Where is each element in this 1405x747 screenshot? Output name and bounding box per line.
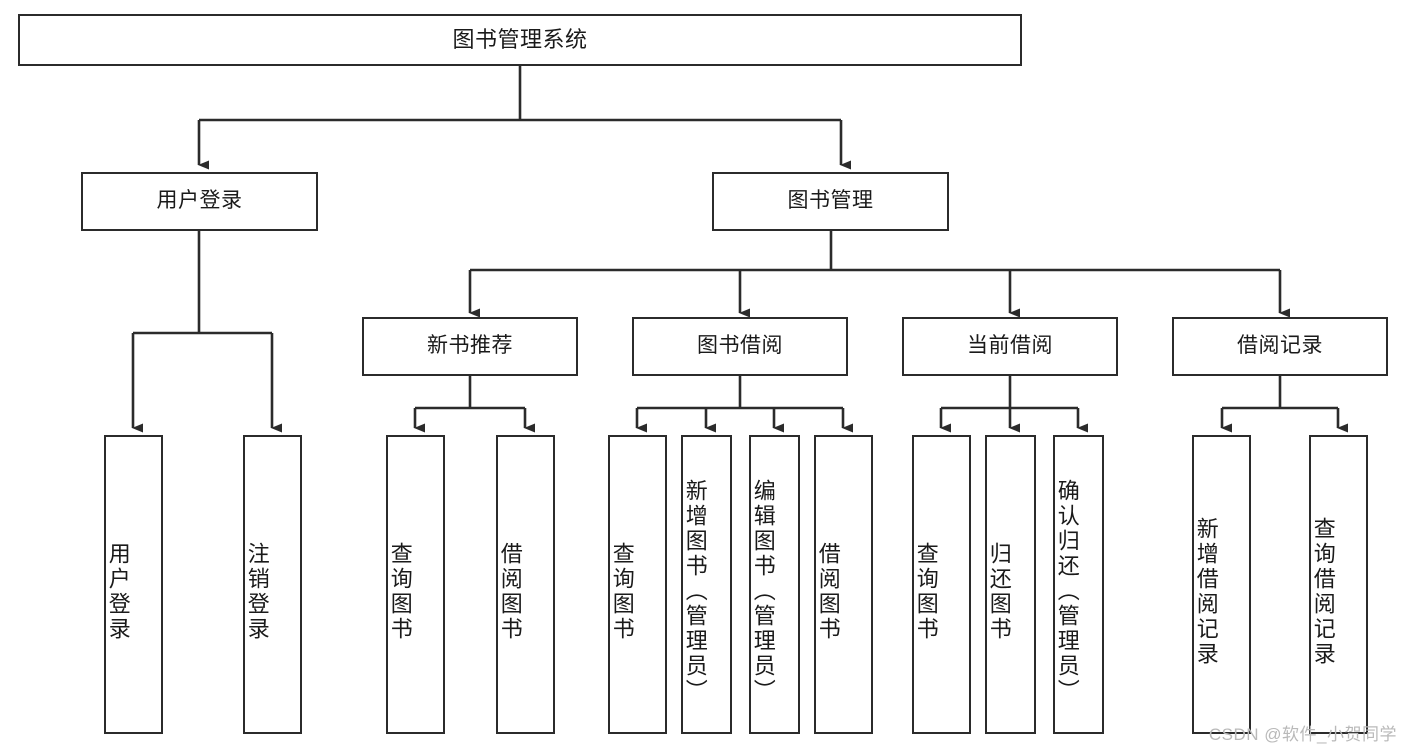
node-root[interactable]: 图书管理系统 [18,14,1022,66]
node-new-book-recommend-label: 新书推荐 [427,334,513,358]
node-leaf-query-book-1[interactable]: 查询图书 [386,435,445,734]
node-leaf-return-book[interactable]: 归还图书 [985,435,1036,734]
node-leaf-add-borrow-record[interactable]: 新增借阅记录 [1192,435,1251,734]
node-current-borrow[interactable]: 当前借阅 [902,317,1118,376]
node-book-borrow-label: 图书借阅 [697,334,783,358]
node-leaf-query-borrow-record[interactable]: 查询借阅记录 [1309,435,1368,734]
node-leaf-confirm-return-admin[interactable]: 确认归还（管理员） [1053,435,1104,734]
node-leaf-user-login[interactable]: 用户登录 [104,435,163,734]
node-root-label: 图书管理系统 [452,27,588,53]
watermark-text: CSDN @软件_小贺同学 [1208,725,1397,744]
node-leaf-borrow-book-1[interactable]: 借阅图书 [496,435,555,734]
node-book-management[interactable]: 图书管理 [712,172,949,231]
node-leaf-borrow-book-2[interactable]: 借阅图书 [814,435,873,734]
node-leaf-borrow-book-1-label: 借阅图书 [497,541,523,642]
node-leaf-edit-book-admin-label: 编辑图书（管理员） [750,479,776,704]
node-new-book-recommend[interactable]: 新书推荐 [362,317,578,376]
node-book-borrow[interactable]: 图书借阅 [632,317,848,376]
node-leaf-confirm-return-admin-label: 确认归还（管理员） [1054,479,1080,704]
node-current-borrow-label: 当前借阅 [967,334,1053,358]
node-book-management-label: 图书管理 [787,189,874,213]
node-leaf-logout-login-label: 注销登录 [244,541,270,642]
node-leaf-query-book-3[interactable]: 查询图书 [912,435,971,734]
node-borrow-record-label: 借阅记录 [1237,334,1323,358]
node-leaf-edit-book-admin[interactable]: 编辑图书（管理员） [749,435,800,734]
node-leaf-user-login-label: 用户登录 [105,541,131,642]
node-user-login-label: 用户登录 [156,189,243,213]
node-leaf-query-book-2[interactable]: 查询图书 [608,435,667,734]
node-borrow-record[interactable]: 借阅记录 [1172,317,1388,376]
node-leaf-add-borrow-record-label: 新增借阅记录 [1193,516,1219,667]
node-user-login[interactable]: 用户登录 [81,172,318,231]
node-leaf-query-book-1-label: 查询图书 [387,541,413,642]
node-leaf-query-borrow-record-label: 查询借阅记录 [1310,516,1336,667]
node-leaf-add-book-admin[interactable]: 新增图书（管理员） [681,435,732,734]
node-leaf-query-book-3-label: 查询图书 [913,541,939,642]
node-leaf-query-book-2-label: 查询图书 [609,541,635,642]
node-leaf-logout-login[interactable]: 注销登录 [243,435,302,734]
node-leaf-return-book-label: 归还图书 [986,541,1012,642]
node-leaf-add-book-admin-label: 新增图书（管理员） [682,479,708,704]
node-leaf-borrow-book-2-label: 借阅图书 [815,541,841,642]
